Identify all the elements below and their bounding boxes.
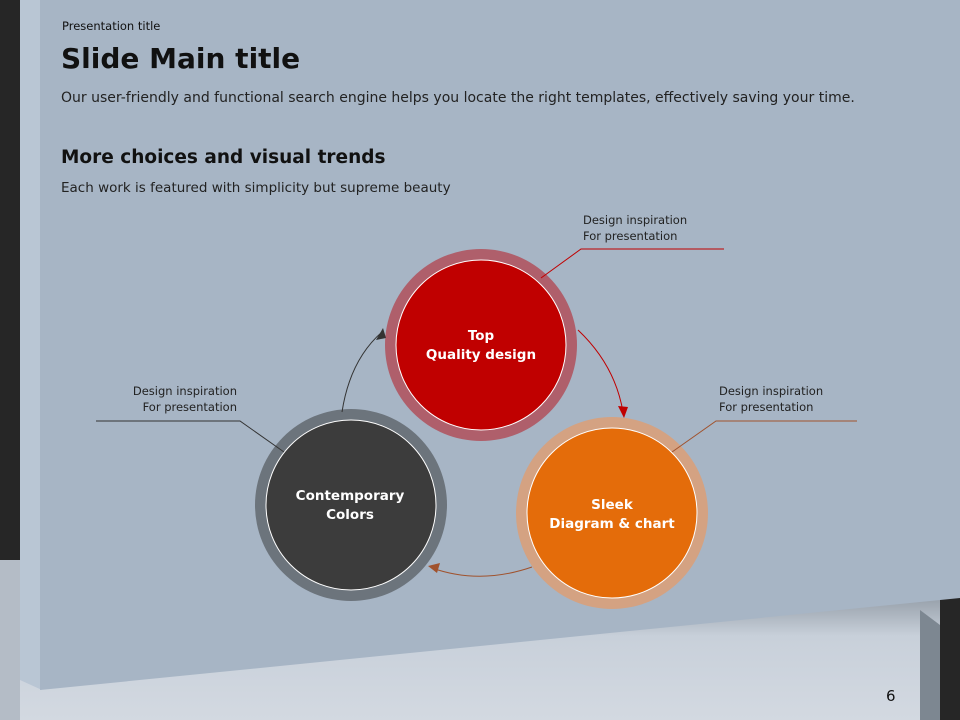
circle-top-quality <box>395 259 567 431</box>
page-number: 6 <box>886 687 896 705</box>
note-line: Design inspiration <box>132 384 237 398</box>
circle-label-line: Quality design <box>425 347 537 363</box>
section-heading: More choices and visual trends <box>61 147 386 168</box>
arrow-head-icon <box>618 406 628 418</box>
note-line: Design inspiration <box>583 213 688 227</box>
circle-label-line: Diagram & chart <box>549 516 675 532</box>
callout-note-top: Design inspiration For presentation <box>583 212 687 244</box>
slide-subtitle: Our user-friendly and functional search … <box>61 90 855 106</box>
circle-contemporary-colors <box>265 419 437 591</box>
circle-label-line: Sleek <box>591 497 633 513</box>
callout-note-left: Design inspiration For presentation <box>131 383 237 415</box>
arrow-head-icon <box>376 328 386 340</box>
slide-main-title: Slide Main title <box>61 42 301 75</box>
arrow-head-icon <box>428 563 440 573</box>
callout-note-right: Design inspiration For presentation <box>719 383 823 415</box>
section-description: Each work is featured with simplicity bu… <box>61 180 451 196</box>
circle-label-line: Top <box>467 328 495 344</box>
presentation-title: Presentation title <box>62 19 161 33</box>
circle-label-line: Colors <box>326 507 374 523</box>
label-top-quality: Top Quality design <box>396 327 566 365</box>
circle-sleek-diagram <box>526 427 698 599</box>
note-line: For presentation <box>719 400 814 414</box>
note-line: For presentation <box>583 229 678 243</box>
circle-label-line: Contemporary <box>295 488 405 504</box>
note-line: For presentation <box>142 400 237 414</box>
label-contemporary-colors: Contemporary Colors <box>265 487 435 525</box>
label-sleek-diagram: Sleek Diagram & chart <box>527 496 697 534</box>
note-line: Design inspiration <box>719 384 824 398</box>
